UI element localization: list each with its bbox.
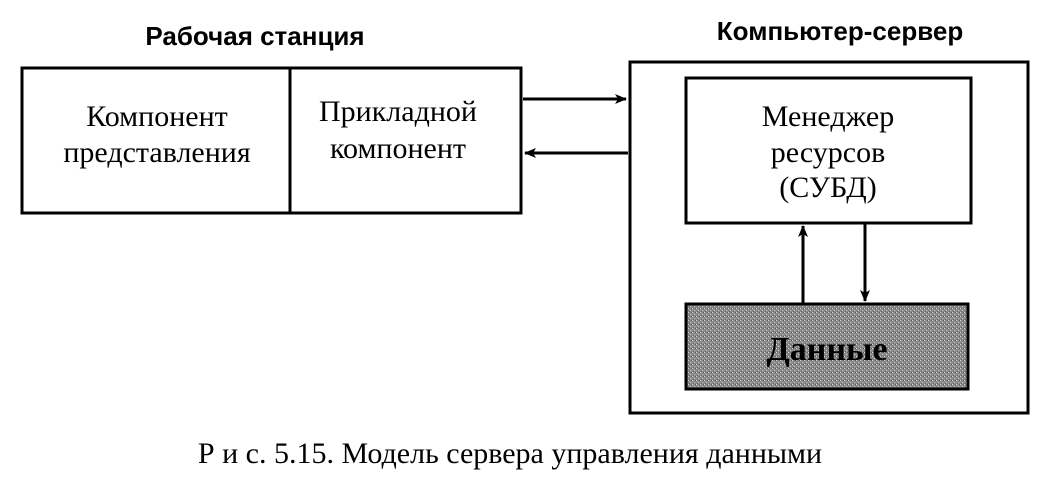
presentation-component-line-2: представления (63, 136, 251, 169)
data-store-label: Данные (766, 331, 887, 368)
resource-manager-line-3: (СУБД) (779, 171, 876, 204)
resource-manager-line-2: ресурсов (771, 136, 885, 169)
figure-caption: Р и с. 5.15. Модель сервера управления д… (198, 437, 822, 470)
presentation-component-line-1: Компонент (86, 100, 228, 133)
application-component: Прикладной компонент (319, 95, 477, 165)
application-component-line-2: компонент (330, 132, 466, 165)
workstation-heading: Рабочая станция (145, 21, 364, 51)
data-store-box: Данные (684, 302, 970, 391)
resource-manager-line-1: Менеджер (762, 100, 894, 133)
application-component-line-1: Прикладной (319, 95, 477, 128)
server-heading: Компьютер-сервер (717, 16, 963, 46)
workstation-box (20, 66, 523, 215)
presentation-component: Компонент представления (63, 100, 251, 169)
resource-manager-box: Менеджер ресурсов (СУБД) (684, 76, 973, 225)
